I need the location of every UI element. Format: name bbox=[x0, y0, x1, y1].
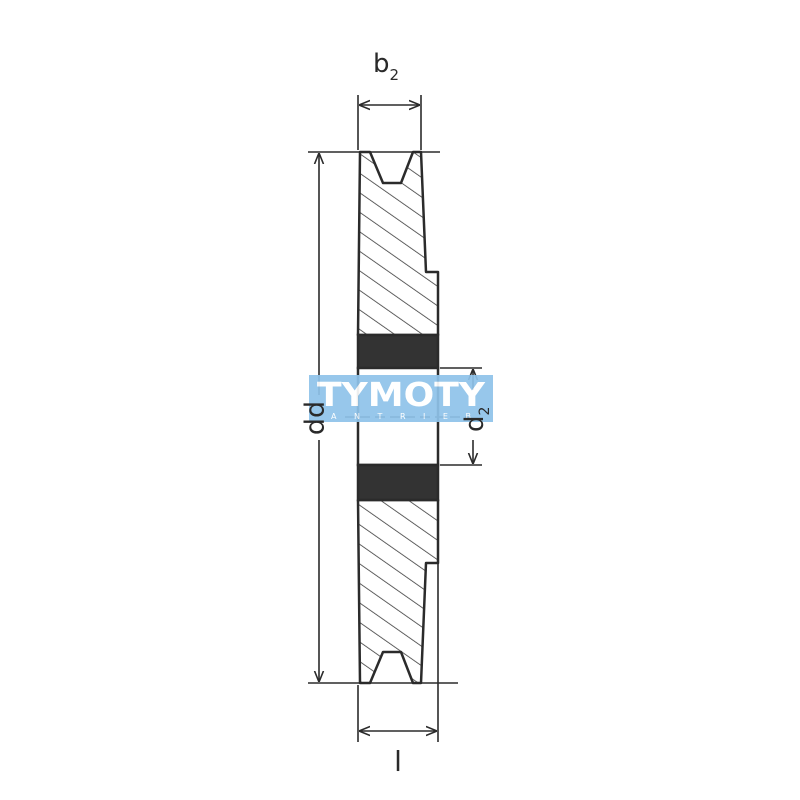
watermark-brand: TYMOTY bbox=[317, 375, 486, 414]
label-dd: dd bbox=[300, 401, 331, 435]
label-d2: d2 bbox=[460, 407, 493, 432]
watermark-banner bbox=[309, 375, 493, 422]
label-b2: b2 bbox=[373, 49, 399, 84]
upper-section bbox=[356, 150, 440, 337]
upper-bore bbox=[356, 333, 440, 370]
lower-section bbox=[356, 498, 440, 685]
label-l: l bbox=[394, 745, 402, 778]
tymoty-watermark: TYMOTY A N T R I E B bbox=[309, 375, 493, 422]
lower-bore bbox=[356, 463, 440, 502]
watermark-tagline: A N T R I E B bbox=[331, 412, 471, 421]
